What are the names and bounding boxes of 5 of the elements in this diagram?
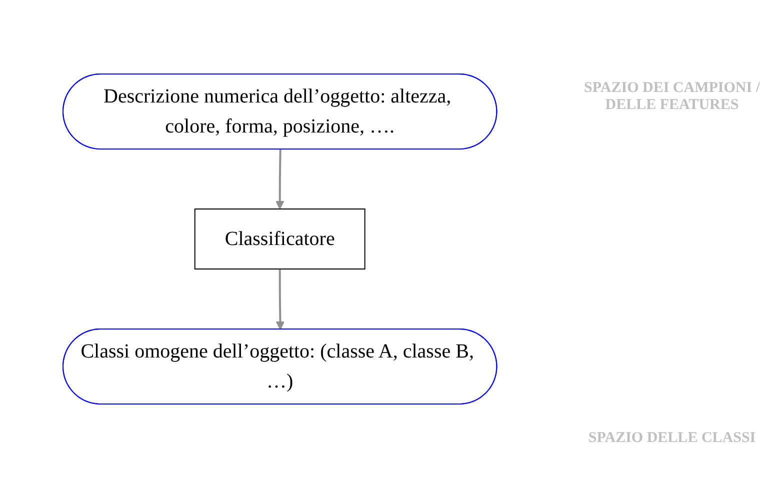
arrow bbox=[276, 148, 284, 209]
node-box: Classificatore bbox=[194, 208, 366, 269]
space-label: SPAZIO DEI CAMPIONI / DELLE FEATURES bbox=[583, 80, 762, 114]
space-label: SPAZIO DELLE CLASSI bbox=[587, 430, 757, 447]
arrow bbox=[276, 268, 285, 330]
